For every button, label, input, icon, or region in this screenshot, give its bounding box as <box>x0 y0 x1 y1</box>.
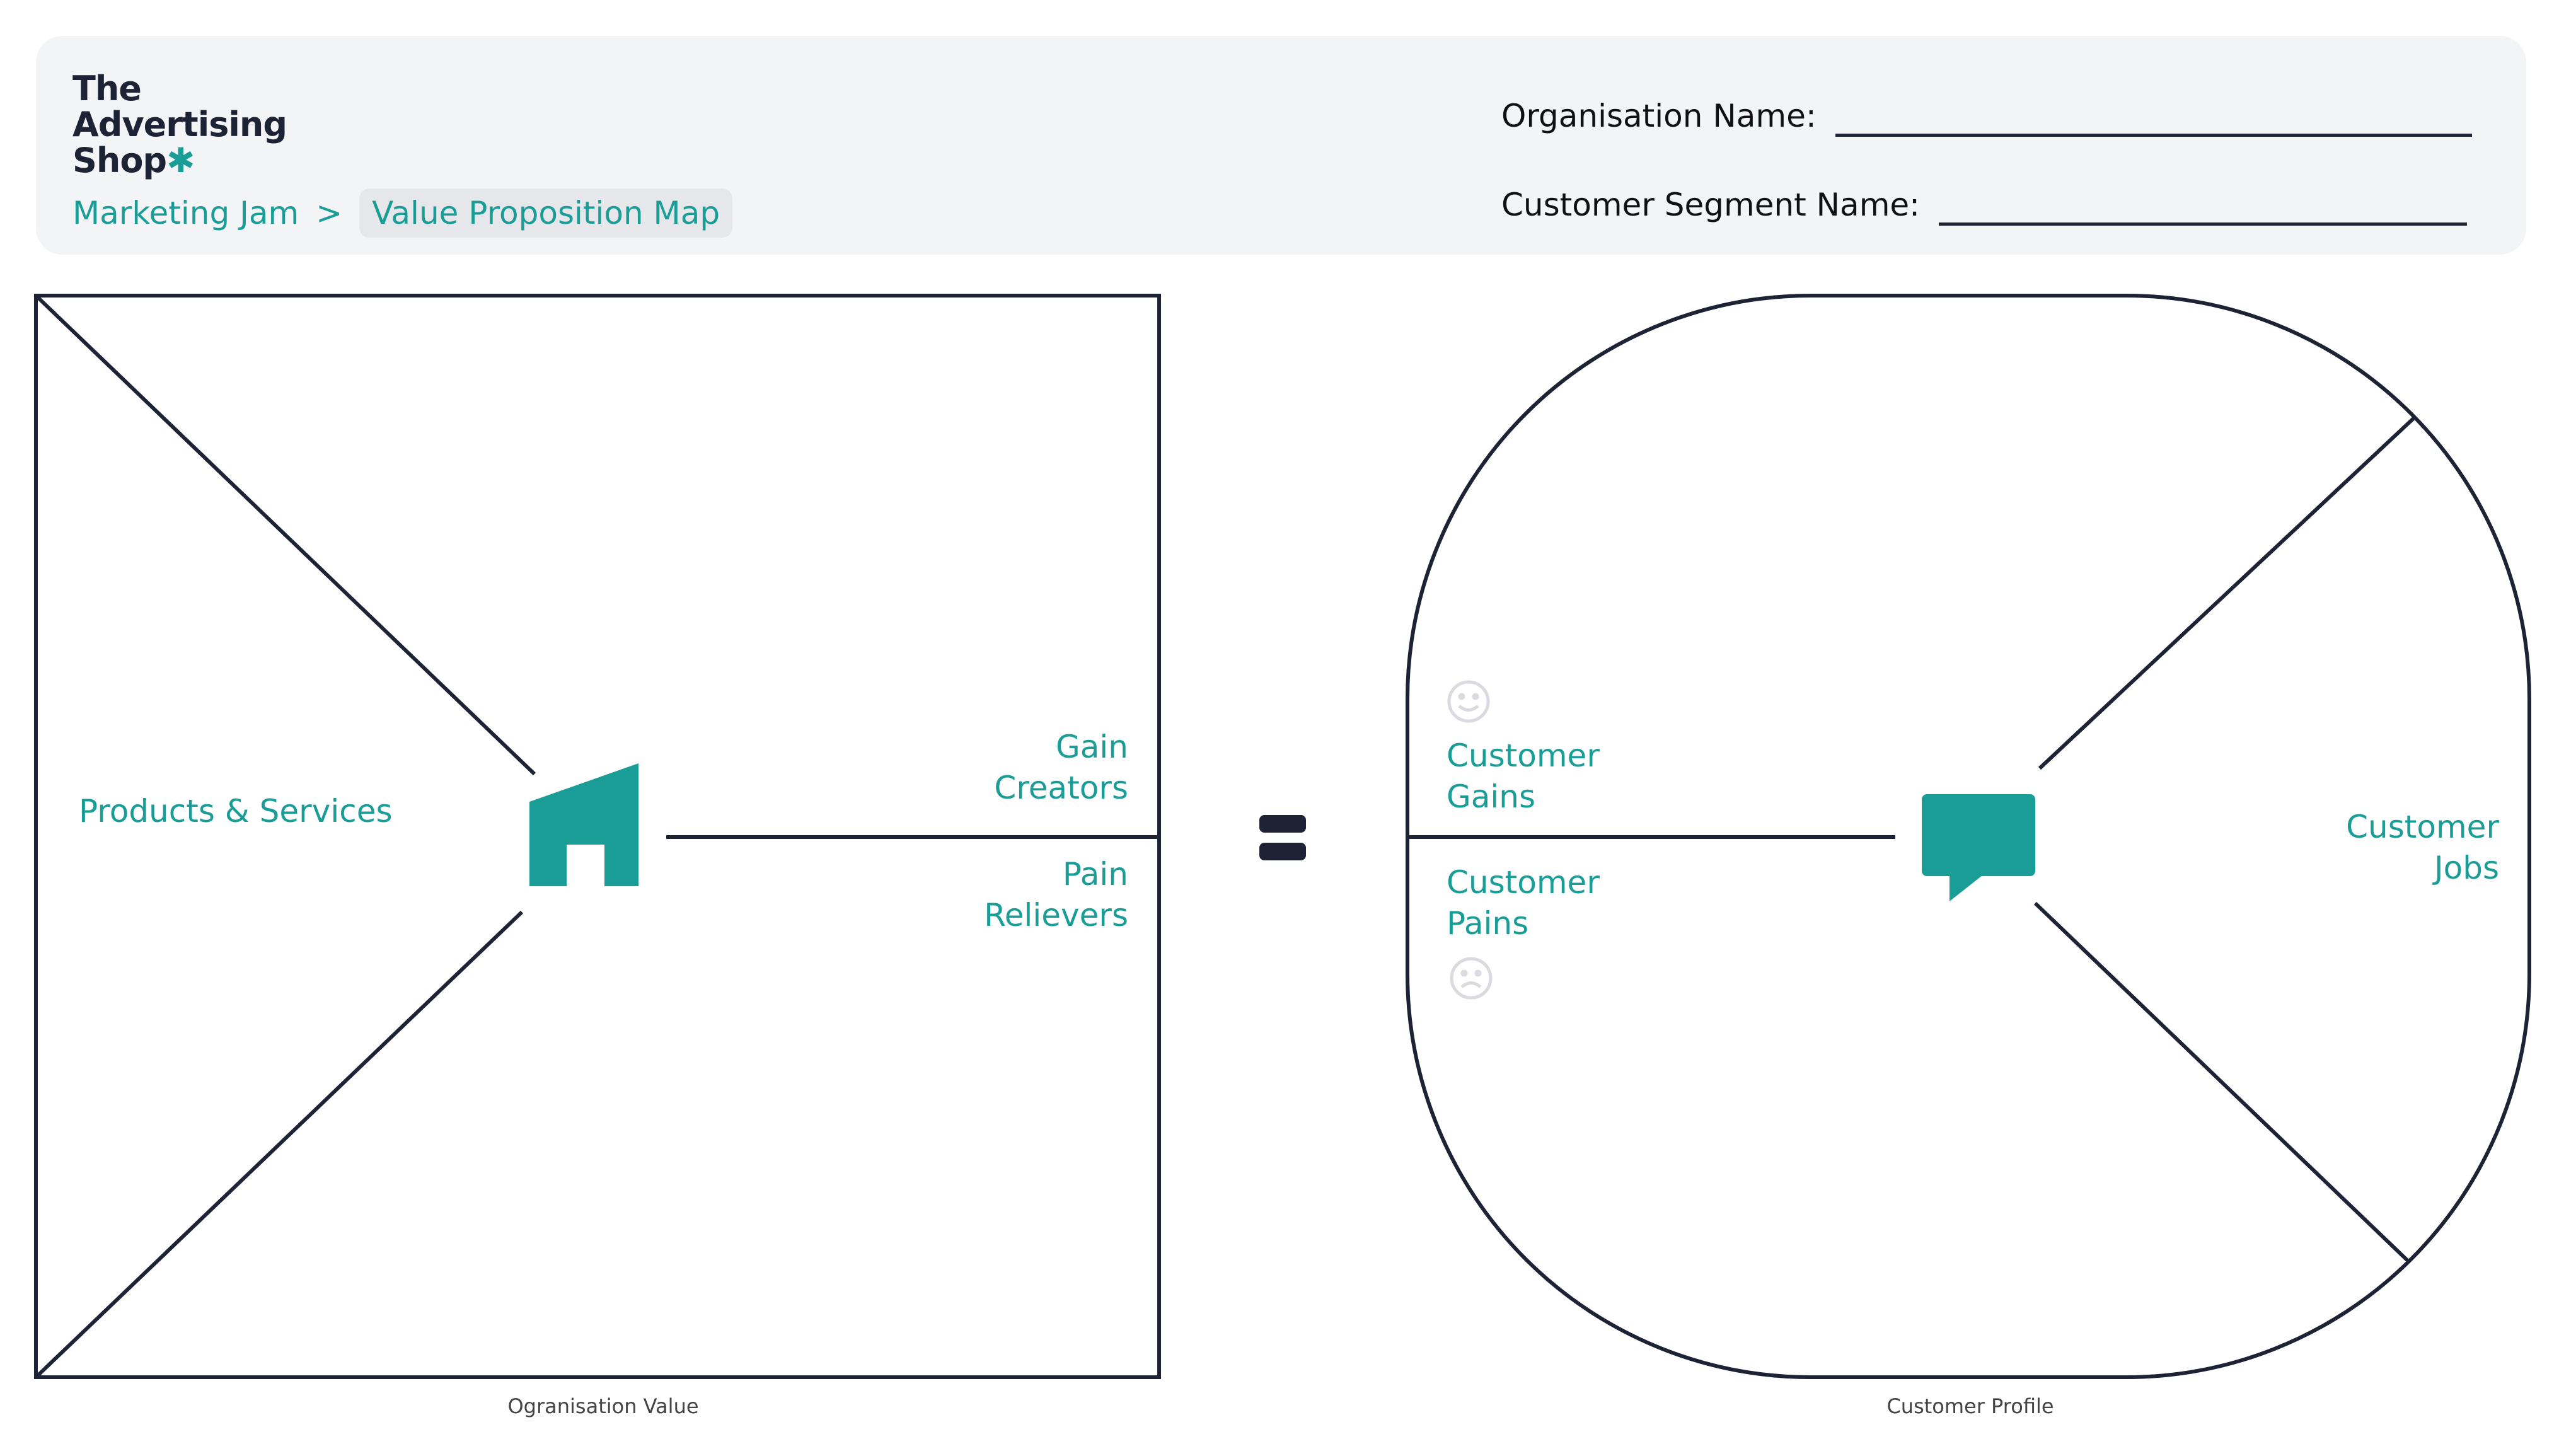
equals-icon <box>1259 815 1306 860</box>
breadcrumb-separator: > <box>316 195 343 231</box>
customer-pains-label: Customer Pains <box>1447 864 1600 942</box>
customer-profile-caption: Customer Profile <box>1886 1394 2054 1418</box>
value-map-divider-bottom <box>34 910 524 1379</box>
products-services-label: Products & Services <box>79 793 393 829</box>
organisation-name-input[interactable] <box>1835 134 2472 137</box>
breadcrumb-marketing-jam[interactable]: Marketing Jam <box>72 195 299 231</box>
customer-profile-divider-bottom <box>2033 901 2411 1264</box>
customer-gains-label: Customer Gains <box>1447 737 1600 815</box>
logo[interactable]: The Advertising Shop✱ <box>72 71 287 178</box>
gain-creators-label: Gain Creators <box>994 729 1128 806</box>
customer-jobs-label: Customer Jobs <box>2346 809 2499 886</box>
speech-bubble-icon <box>1922 794 2035 901</box>
smile-icon <box>1447 680 1490 723</box>
value-map-divider-top <box>34 294 536 776</box>
asterisk-icon: ✱ <box>166 141 195 180</box>
logo-line-3: Shop✱ <box>72 142 287 178</box>
breadcrumb-value-proposition-map[interactable]: Value Proposition Map <box>359 188 733 238</box>
customer-profile-divider-top <box>2038 417 2415 770</box>
header-bar: The Advertising Shop✱ Marketing Jam > Va… <box>36 36 2526 255</box>
store-icon <box>529 763 638 886</box>
logo-line-1: The <box>72 69 142 108</box>
customer-segment-field: Customer Segment Name: <box>1501 187 2468 226</box>
customer-segment-label: Customer Segment Name: <box>1501 187 1921 223</box>
frown-icon <box>1450 957 1493 1000</box>
organisation-name-label: Organisation Name: <box>1501 98 1817 134</box>
logo-line-2: Advertising <box>72 105 287 144</box>
organisation-value-caption: Ogranisation Value <box>507 1394 699 1418</box>
breadcrumb: Marketing Jam > Value Proposition Map <box>72 185 733 241</box>
customer-segment-input[interactable] <box>1939 222 2468 226</box>
pain-relievers-label: Pain Relievers <box>984 856 1128 933</box>
logo-line-3-text: Shop <box>72 141 167 180</box>
organisation-name-field: Organisation Name: <box>1501 98 2472 137</box>
